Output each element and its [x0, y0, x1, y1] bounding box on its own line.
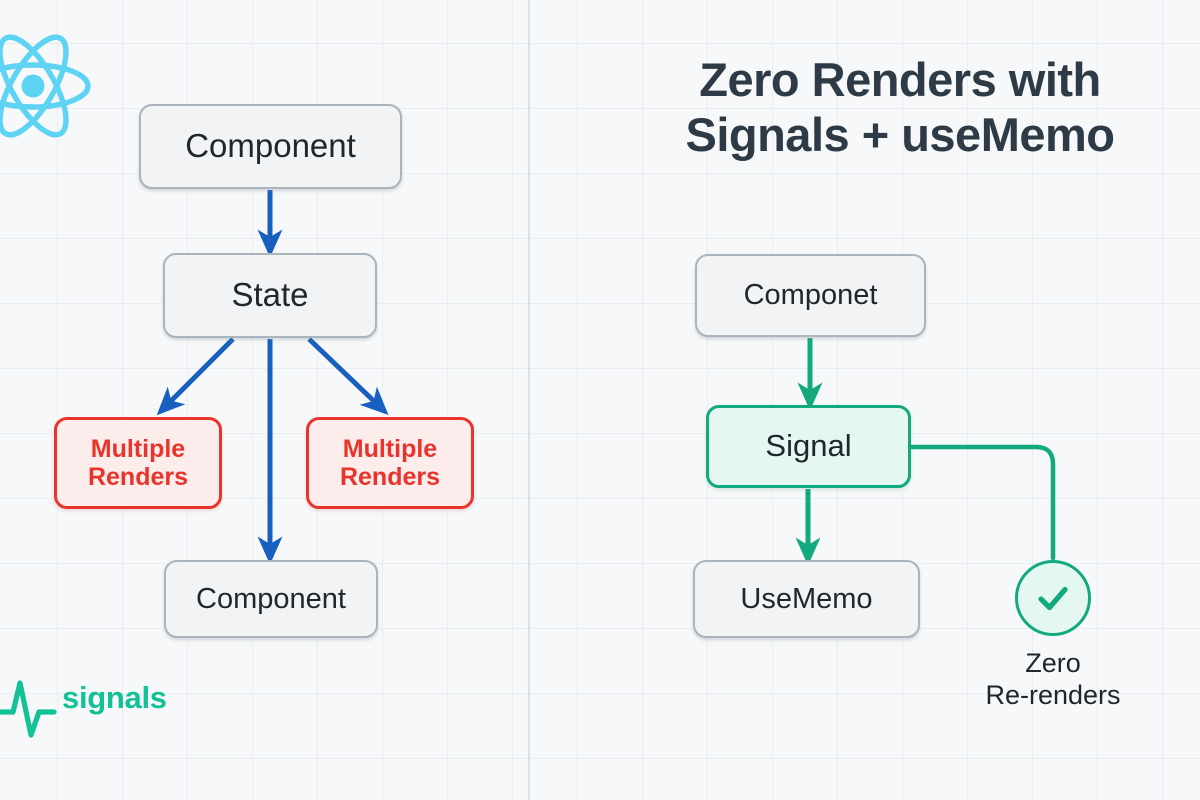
zero-rerenders-line2: Re-renders — [985, 679, 1121, 710]
signals-pulse-icon — [0, 680, 57, 738]
signals-wordmark: signals — [62, 680, 167, 715]
zero-rerenders-label: Zero Re-renders — [953, 648, 1153, 712]
signals-brand-mark: signals — [0, 672, 190, 744]
multiple-renders-right-line1: Multiple — [342, 435, 438, 463]
zero-rerenders-line1: Zero — [1025, 648, 1081, 678]
node-multiple-renders-left[interactable]: Multiple Renders — [54, 417, 222, 509]
node-component-top[interactable]: Component — [139, 104, 402, 189]
page-title-line2: Signals + useMemo — [685, 108, 1115, 162]
node-state[interactable]: State — [163, 253, 377, 338]
panel-divider — [528, 0, 530, 800]
multiple-renders-left-line1: Multiple — [90, 435, 186, 463]
node-component-bottom[interactable]: Component — [164, 560, 378, 638]
multiple-renders-right-line2: Renders — [339, 463, 441, 491]
react-core-dot — [21, 74, 45, 98]
check-circle-icon — [1015, 560, 1091, 636]
page-title: Zero Renders with Signals + useMemo — [600, 52, 1200, 163]
arrow-state-to-renders-right — [307, 337, 389, 416]
node-usememo[interactable]: UseMemo — [693, 560, 920, 638]
node-componet[interactable]: Componet — [695, 254, 926, 337]
multiple-renders-left-line2: Renders — [87, 463, 189, 491]
react-atom-icon — [0, 34, 91, 138]
node-multiple-renders-right[interactable]: Multiple Renders — [306, 417, 474, 509]
arrow-state-to-renders-left — [156, 337, 235, 416]
page-title-line1: Zero Renders with — [699, 53, 1101, 106]
check-mark-icon — [1038, 586, 1068, 611]
connector-signal-to-outcome — [908, 444, 1056, 561]
node-signal[interactable]: Signal — [706, 405, 911, 488]
